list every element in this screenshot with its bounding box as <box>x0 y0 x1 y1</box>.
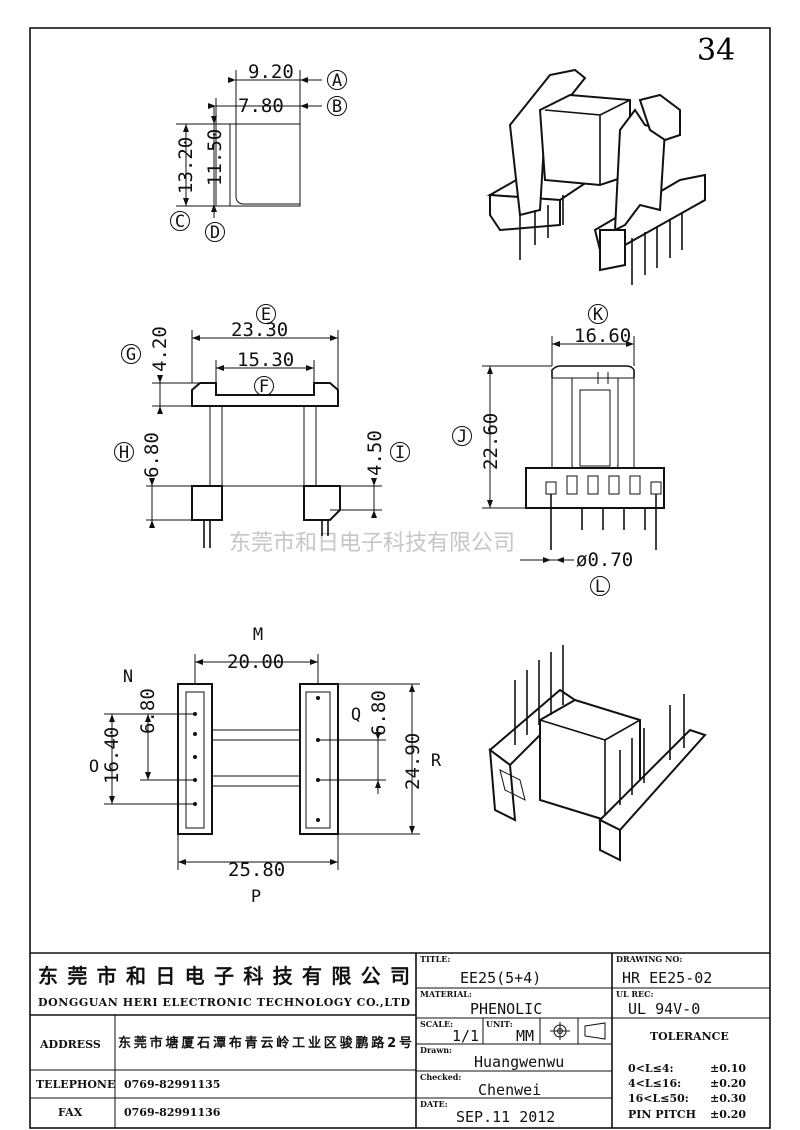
tolerance-range-3: PIN PITCH <box>628 1108 696 1121</box>
label-f: F <box>259 377 269 397</box>
unit-value: MM <box>516 1027 534 1045</box>
title-value: EE25(5+4) <box>460 969 541 987</box>
title-label: TITLE: <box>420 954 450 964</box>
checked-value: Chenwei <box>478 1081 541 1099</box>
label-l: L <box>595 577 605 597</box>
company-name-cn: 东莞市和日电子科技有限公司 <box>38 964 410 988</box>
dim-k-value: 16.60 <box>574 325 631 347</box>
label-c: C <box>175 212 185 232</box>
material-label: MATERIAL: <box>420 989 472 999</box>
dim-j-value: 22.60 <box>480 413 502 470</box>
label-d: D <box>210 223 220 243</box>
dim-f-value: 15.30 <box>237 349 294 371</box>
address-label: ADDRESS <box>39 1038 101 1051</box>
dim-a-value: 9.20 <box>248 61 294 83</box>
unit-label: UNIT: <box>486 1019 513 1029</box>
material-value: PHENOLIC <box>470 1000 542 1018</box>
dim-m-value: 20.00 <box>227 651 284 673</box>
tolerance-title: TOLERANCE <box>650 1030 729 1043</box>
dim-n-value: 6.80 <box>137 688 159 734</box>
sheet-border <box>29 27 771 1129</box>
label-e: E <box>261 305 271 325</box>
tolerance-range-0: 0<L≤4: <box>628 1062 674 1075</box>
dim-o-value: 16.40 <box>101 727 123 784</box>
label-a: A <box>332 71 342 91</box>
label-m: M <box>253 625 263 645</box>
company-name-en: DONGGUAN HERI ELECTRONIC TECHNOLOGY CO.,… <box>38 996 410 1009</box>
dim-c-value: 13.20 <box>175 137 197 194</box>
telephone-value: 0769-82991135 <box>124 1078 220 1091</box>
address-value: 东莞市塘厦石潭布青云岭工业区骏鹏路2号 <box>118 1035 412 1051</box>
side-view: 16.60 K 22.60 J ø0.70 L <box>452 304 665 597</box>
fax-value: 0769-82991136 <box>124 1106 221 1119</box>
label-n: N <box>123 667 133 687</box>
drawing-no-label: DRAWING NO: <box>616 954 682 964</box>
dim-h-value: 6.80 <box>141 432 163 478</box>
isometric-view-bottom <box>488 645 707 862</box>
dim-l-value: ø0.70 <box>576 549 633 571</box>
isometric-view-top <box>486 68 706 285</box>
drawn-value: Huangwenwu <box>474 1053 564 1071</box>
tolerance-range-2: 16<L≤50: <box>628 1092 689 1105</box>
dim-q-value: 6.80 <box>368 690 390 736</box>
tolerance-value-2: ±0.30 <box>710 1092 746 1105</box>
telephone-label: TELEPHONE <box>36 1078 115 1091</box>
title-block: 东莞市和日电子科技有限公司 DONGGUAN HERI ELECTRONIC T… <box>30 952 770 1128</box>
scale-label: SCALE: <box>420 1019 453 1029</box>
label-k: K <box>593 305 604 325</box>
scale-value: 1/1 <box>452 1027 479 1045</box>
dim-r-value: 24.90 <box>402 733 424 790</box>
dim-g-value: 4.20 <box>149 326 171 372</box>
tolerance-value-3: ±0.20 <box>710 1108 746 1121</box>
date-value: SEP.11 2012 <box>456 1108 555 1126</box>
bottom-view: 20.00 M 6.80 N 16.40 O 6.80 Q 24.90 R <box>89 625 442 907</box>
dim-d-value: 11.50 <box>204 129 226 186</box>
fax-label: FAX <box>58 1106 83 1119</box>
label-h: H <box>119 443 129 463</box>
label-p: P <box>251 887 261 907</box>
drawn-label: Drawn: <box>420 1045 452 1055</box>
label-i: I <box>395 443 405 463</box>
top-view: 9.20 A 7.80 B 13.20 C 11.50 D <box>170 61 347 243</box>
projection-symbol-icon <box>550 1022 606 1040</box>
label-o: O <box>89 757 99 777</box>
dim-b-value: 7.80 <box>238 95 284 117</box>
tolerance-value-1: ±0.20 <box>710 1077 746 1090</box>
label-r: R <box>431 751 442 771</box>
tolerance-range-1: 4<L≤16: <box>628 1077 681 1090</box>
dim-e-value: 23.30 <box>231 319 288 341</box>
label-b: B <box>332 97 342 117</box>
page-number: 34 <box>697 33 735 68</box>
drawing-no-value: HR EE25-02 <box>622 969 712 987</box>
dim-i-value: 4.50 <box>364 430 386 476</box>
watermark-text: 东莞市和日电子科技有限公司 <box>229 531 515 556</box>
ul-rec-label: UL REC: <box>616 989 654 999</box>
dim-p-value: 25.80 <box>228 859 285 881</box>
front-view: 23.30 E 15.30 F 4.20 G 6.80 H 4.50 I <box>114 304 410 548</box>
ul-rec-value: UL 94V-0 <box>628 1000 700 1018</box>
label-j: J <box>457 427 467 447</box>
label-g: G <box>126 345 136 365</box>
date-label: DATE: <box>420 1099 448 1109</box>
checked-label: Checked: <box>420 1072 461 1082</box>
label-q: Q <box>351 705 361 725</box>
tolerance-value-0: ±0.10 <box>710 1062 746 1075</box>
